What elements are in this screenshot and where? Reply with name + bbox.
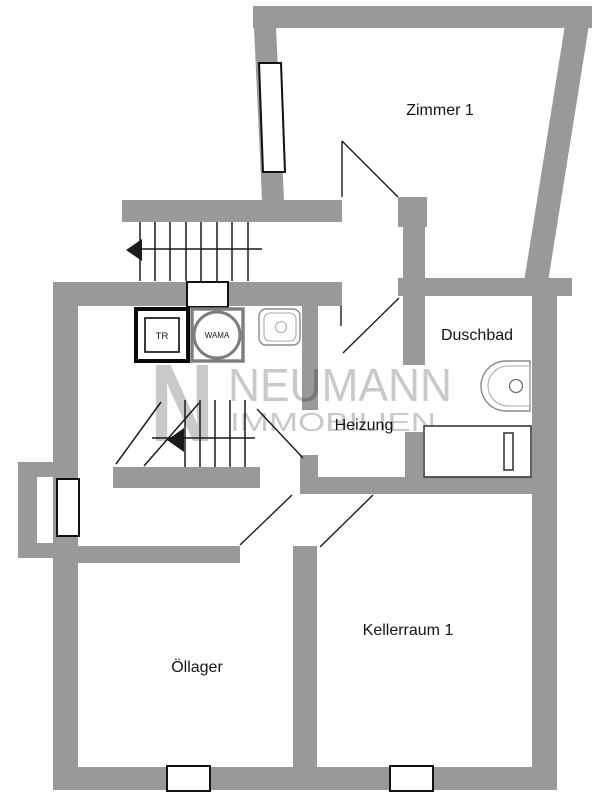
wall-right-outer bbox=[532, 294, 557, 790]
window-bottom-left bbox=[166, 765, 211, 792]
openings bbox=[56, 62, 434, 792]
room-label-heizung: Heizung bbox=[335, 417, 394, 434]
upper-staircase bbox=[126, 222, 262, 281]
washing-machine-label: WAMA bbox=[205, 331, 230, 340]
wall-duschbad-top bbox=[398, 278, 572, 296]
wall-hall-top-band bbox=[122, 200, 342, 222]
door-lower-hall-swing bbox=[256, 408, 304, 459]
washbasin-symbol bbox=[480, 360, 531, 412]
room-label-zimmer1: Zimmer 1 bbox=[406, 102, 474, 119]
wall-zimmer1-top bbox=[253, 6, 592, 28]
wall-oellager-top bbox=[53, 546, 240, 563]
door-oellager-swing bbox=[239, 494, 293, 546]
wall-heizung-bottom bbox=[300, 477, 532, 494]
dryer-label: TR bbox=[156, 331, 169, 342]
wall-cellar-divider bbox=[293, 546, 317, 767]
sink-symbol bbox=[258, 308, 301, 346]
window-zimmer1-left bbox=[257, 62, 287, 173]
watermark-tagline: IMMOBILIEN bbox=[230, 407, 436, 437]
room-label-kellerraum1: Kellerraum 1 bbox=[363, 622, 454, 639]
lower-stairs-direction-arrow-icon bbox=[167, 428, 184, 452]
lower-staircase bbox=[115, 400, 255, 467]
wall-bay-bottom bbox=[18, 543, 78, 558]
wall-bay-top bbox=[18, 462, 78, 477]
wall-lower-stair-base bbox=[113, 467, 260, 488]
dryer-symbol: TR bbox=[134, 307, 190, 363]
wall-bay-left bbox=[18, 462, 37, 558]
door-zimmer1-swing bbox=[341, 140, 399, 198]
upper-stairs-direction-arrow-icon bbox=[126, 239, 142, 261]
wall-bottom-outer bbox=[53, 767, 557, 790]
lower-stairs-break-line-2 bbox=[143, 402, 200, 467]
wall-duschbad-left-stub bbox=[405, 432, 423, 477]
bathtub-symbol bbox=[423, 425, 532, 478]
room-label-oellager: Öllager bbox=[171, 658, 223, 676]
wall-utility-right bbox=[302, 306, 318, 410]
room-labels: Zimmer 1 Duschbad Heizung Kellerraum 1 Ö… bbox=[171, 102, 513, 676]
window-bottom-right bbox=[389, 765, 434, 792]
watermark-brand-name: NEUMANN bbox=[228, 359, 452, 411]
bay-opening bbox=[56, 478, 80, 537]
door-swings bbox=[239, 140, 400, 548]
washing-machine-symbol: WAMA bbox=[190, 307, 245, 363]
wall-heizung-stub bbox=[300, 455, 318, 479]
room-label-duschbad: Duschbad bbox=[441, 327, 513, 344]
wall-zimmer1-right-slanted bbox=[524, 6, 592, 282]
door-kellerraum1-swing bbox=[319, 494, 374, 548]
lower-stairs-break-line-1 bbox=[115, 401, 162, 465]
door-panel-stairs-landing bbox=[186, 281, 229, 308]
door-corridor-upper-swing bbox=[342, 297, 400, 354]
